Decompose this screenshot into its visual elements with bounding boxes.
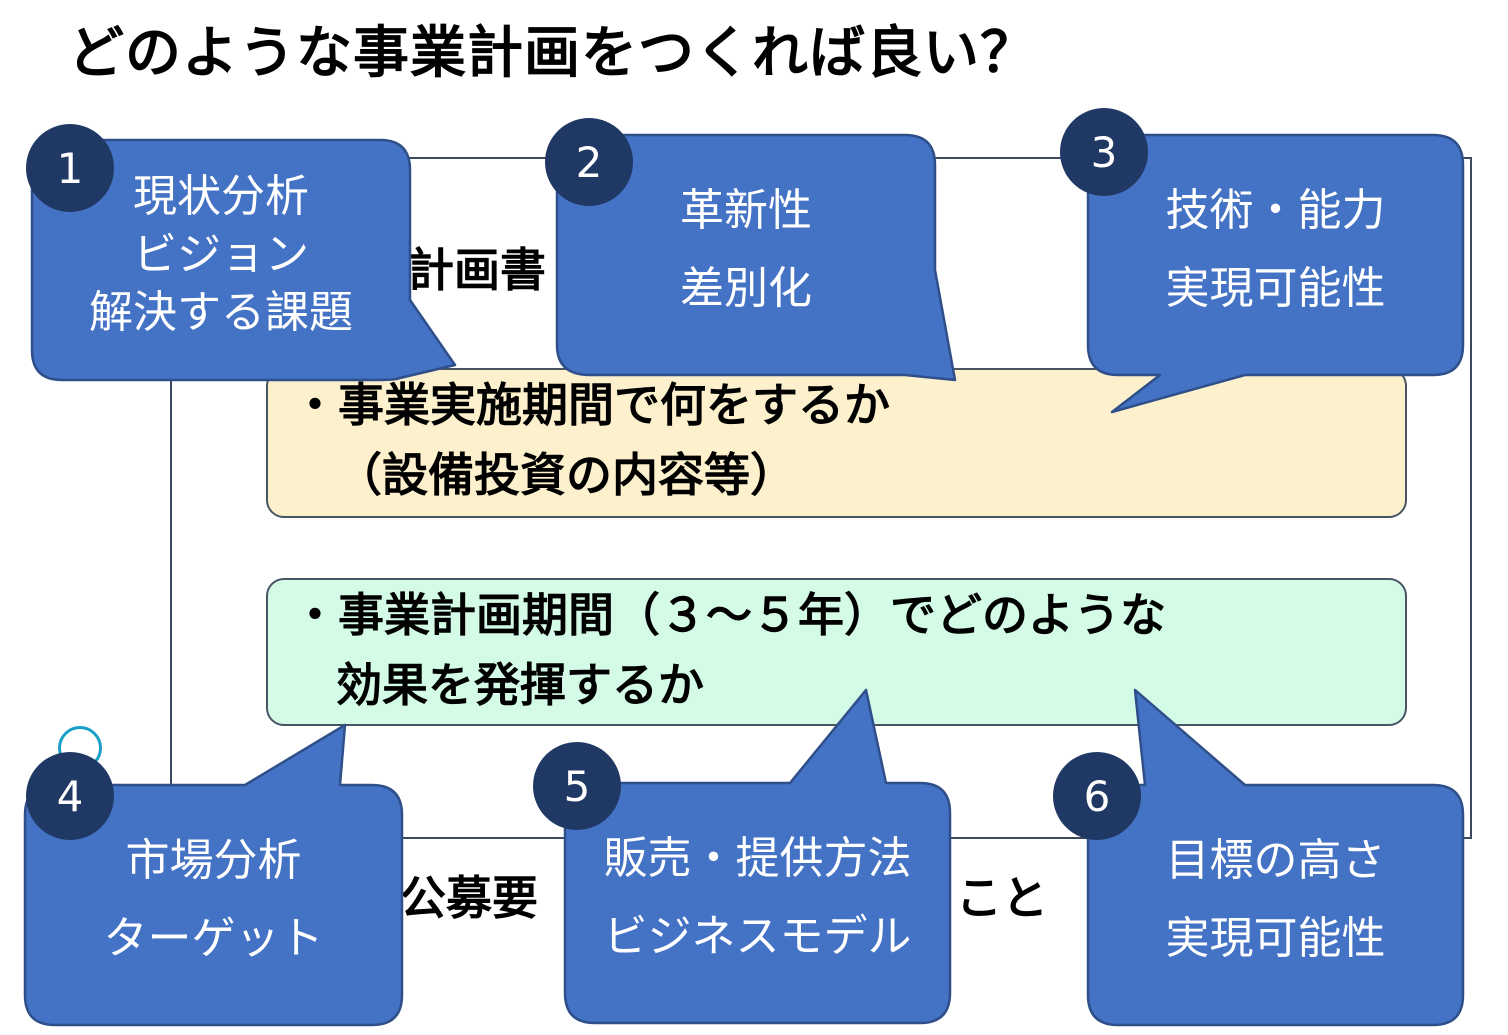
effect-box: ・事業計画期間（３～５年）でどのような 効果を発揮するか	[266, 578, 1407, 726]
callout-1-line-3: 解決する課題	[89, 287, 353, 338]
callout-3-line-2: 実現可能性	[1165, 263, 1386, 314]
implementation-box: ・事業実施期間で何をするか （設備投資の内容等）	[266, 368, 1407, 518]
effect-line-1: ・事業計画期間（３～５年）でどのような	[292, 588, 1166, 642]
callout-4-text: 市場分析 ターゲット	[25, 820, 402, 980]
callout-5-line-1: 販売・提供方法	[603, 833, 912, 884]
callout-2-number: 2	[545, 118, 633, 206]
callout-6-line-2: 実現可能性	[1165, 913, 1386, 964]
callout-6-number: 6	[1053, 752, 1141, 840]
callout-4-number: 4	[26, 752, 114, 840]
callout-2-line-1: 革新性	[680, 185, 812, 236]
callout-5-text: 販売・提供方法 ビジネスモデル	[565, 818, 950, 978]
callout-3-text: 技術・能力 実現可能性	[1088, 170, 1463, 330]
callout-4-line-1: 市場分析	[125, 835, 302, 886]
frame-footer-left-partial: 公募要	[400, 871, 538, 925]
callout-6-text: 目標の高さ 実現可能性	[1088, 820, 1463, 980]
callout-3-number: 3	[1060, 108, 1148, 196]
callout-1-line-1: 現状分析	[133, 171, 309, 222]
frame-footer-right-partial: こと	[956, 871, 1048, 925]
callout-3-line-1: 技術・能力	[1165, 185, 1386, 236]
callout-5-number: 5	[533, 742, 621, 830]
callout-2-text: 革新性 差別化	[557, 170, 935, 330]
effect-line-2: 効果を発揮するか	[336, 658, 704, 712]
callout-1-text: 現状分析 ビジョン 解決する課題	[32, 160, 410, 350]
callout-1-number: 1	[26, 124, 114, 212]
callout-4-shape	[23, 723, 404, 1027]
callout-6-line-1: 目標の高さ	[1165, 835, 1386, 886]
frame-heading-partial: 計画書	[408, 243, 546, 297]
callout-5-line-2: ビジネスモデル	[603, 911, 912, 962]
callout-4-line-2: ターゲット	[103, 913, 324, 964]
implementation-line-1: ・事業実施期間で何をするか	[292, 378, 890, 432]
callout-2-line-2: 差別化	[680, 263, 812, 314]
callout-1-line-2: ビジョン	[133, 229, 309, 280]
implementation-line-2: （設備投資の内容等）	[336, 448, 796, 502]
page-title: どのような事業計画をつくれば良い？	[68, 21, 1037, 86]
